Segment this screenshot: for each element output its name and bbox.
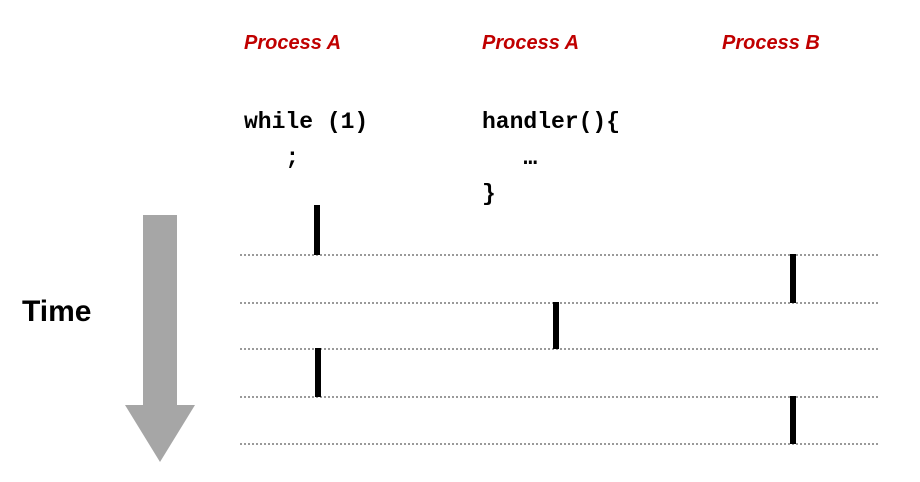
timeline-gridline — [240, 443, 878, 445]
timeline-gridline — [240, 396, 878, 398]
down-arrow-icon — [125, 215, 195, 465]
execution-tick-bar — [314, 205, 320, 255]
execution-tick-bar — [790, 396, 796, 444]
timeline-gridline — [240, 348, 878, 350]
column-header-process-a-main: Process A — [244, 32, 342, 54]
column-header-process-a-handler: Process A — [482, 32, 580, 54]
timeline-gridline — [240, 302, 878, 304]
execution-tick-bar — [315, 348, 321, 397]
code-block-while-loop: while (1) ; — [244, 109, 369, 171]
time-axis-label: Time — [22, 295, 92, 328]
code-block-handler: handler(){ … } — [482, 109, 621, 207]
timeline-gridline — [240, 254, 878, 256]
execution-tick-bar — [553, 302, 559, 349]
execution-tick-bar — [790, 254, 796, 303]
column-header-process-b: Process B — [722, 32, 820, 54]
